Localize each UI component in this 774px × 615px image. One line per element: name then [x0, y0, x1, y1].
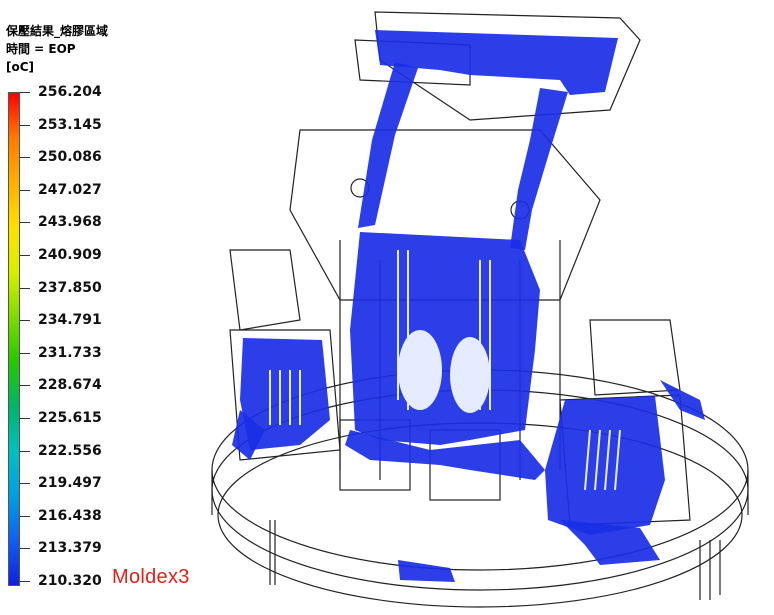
scale-value: 228.674: [38, 377, 102, 394]
scale-value: 243.968: [38, 214, 102, 231]
scale-value: 216.438: [38, 507, 102, 524]
melt-right-fleck: [660, 380, 705, 420]
melt-central-block: [350, 232, 540, 445]
melt-right-bleed: [560, 520, 660, 565]
left-tower: [229, 329, 341, 461]
scale-tick: [20, 124, 30, 126]
melt-left-bleed: [232, 410, 265, 460]
melt-left-arm: [358, 62, 418, 228]
scale-value: 231.733: [38, 344, 102, 361]
scale-value: 240.909: [38, 247, 102, 263]
scale-value: 237.850: [38, 279, 102, 296]
left-rib: [229, 249, 301, 331]
melt-right-tower: [545, 396, 665, 535]
scale-tick: [20, 581, 30, 582]
support-legs: [269, 520, 721, 600]
time-label: 時間 = EOP: [6, 42, 76, 56]
scale-tick: [20, 320, 30, 322]
scale-tick: [20, 92, 30, 93]
scale-tick: [20, 189, 30, 191]
scale-value: 234.791: [38, 312, 102, 329]
scale-tick: [20, 352, 30, 354]
scale-value: 247.027: [38, 181, 102, 198]
housing-walls: [339, 240, 561, 480]
scale-tick: [20, 385, 30, 387]
scale-value: 225.615: [38, 410, 102, 426]
scale-value: 250.086: [38, 149, 102, 166]
scale-tick: [20, 548, 30, 550]
melt-region: [232, 30, 705, 582]
scale-value: 219.497: [38, 475, 102, 492]
scale-tick: [20, 255, 30, 256]
color-scale-bar: [8, 92, 20, 586]
moldex3-logo: Moldex3: [112, 566, 190, 588]
scale-tick: [20, 483, 30, 485]
melt-left-tower: [240, 338, 330, 450]
melt-channel: [345, 430, 545, 480]
scale-tick: [20, 157, 30, 159]
scale-value: 253.145: [38, 116, 102, 133]
scale-tick: [20, 222, 30, 224]
legend-header: 保壓結果_熔膠區域 時間 = EOP [oC]: [6, 22, 108, 76]
melt-highlights: [269, 250, 621, 491]
melt-bottom-blob: [398, 560, 455, 582]
base-disc-side: [211, 470, 749, 515]
melt-top-bar: [375, 30, 618, 95]
scale-tick: [20, 515, 30, 517]
scale-value: 222.556: [38, 442, 102, 459]
melt-right-arm: [510, 88, 568, 250]
scale-value: 210.320: [38, 573, 102, 589]
scale-tick: [20, 287, 30, 289]
scale-tick: [20, 450, 30, 452]
result-title: 保壓結果_熔膠區域: [6, 24, 109, 38]
scale-value: 213.379: [38, 540, 102, 557]
scale-tick: [20, 418, 30, 419]
unit-label: [oC]: [6, 60, 35, 74]
scale-value: 256.204: [38, 84, 102, 100]
